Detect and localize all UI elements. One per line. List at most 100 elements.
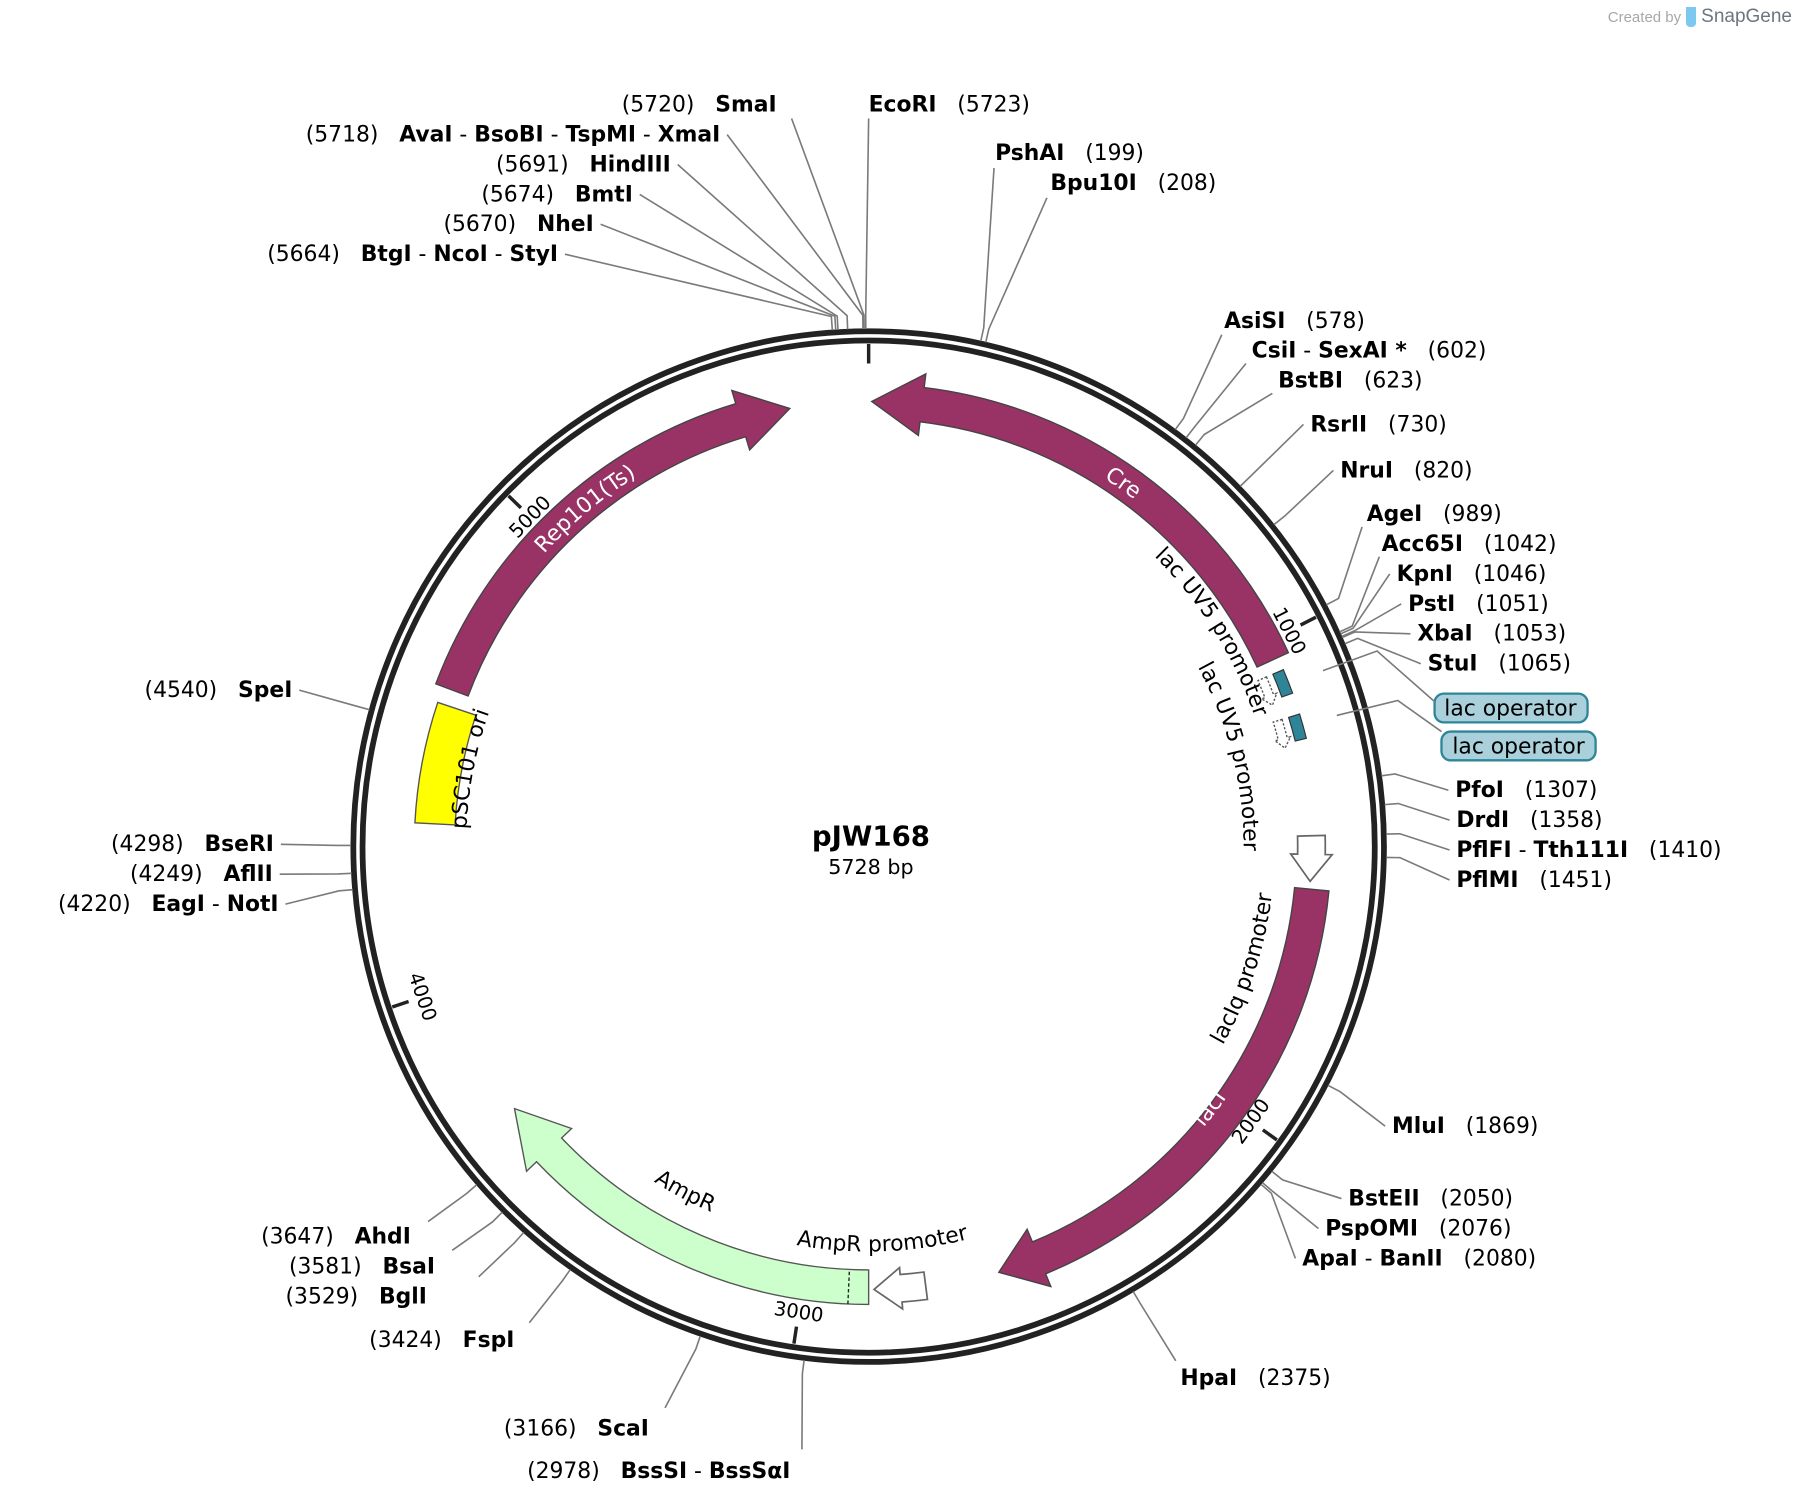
site-label[interactable]: PshAI (199) bbox=[995, 141, 1144, 166]
restriction-site-rsrii[interactable]: RsrII (730) bbox=[1239, 412, 1447, 487]
restriction-site-bsteii[interactable]: BstEII (2050) bbox=[1271, 1170, 1513, 1211]
restriction-site-bmti[interactable]: (5674) BmtI bbox=[481, 182, 839, 330]
site-label[interactable]: (3424) FspI bbox=[369, 1328, 514, 1353]
restriction-site-agei[interactable]: AgeI (989) bbox=[1325, 502, 1502, 606]
restriction-site-spei[interactable]: (4540) SpeI bbox=[145, 678, 370, 711]
enzyme-name-part: SpeI bbox=[238, 678, 292, 703]
site-label[interactable]: PflFI - Tth111I (1410) bbox=[1456, 838, 1721, 863]
laci-feature-arrow[interactable] bbox=[997, 886, 1330, 1288]
site-label[interactable]: (4540) SpeI bbox=[145, 678, 293, 703]
site-label[interactable]: BstEII (2050) bbox=[1348, 1186, 1513, 1211]
restriction-site-bsai[interactable]: (3581) BsaI bbox=[289, 1211, 503, 1279]
restriction-site-scai[interactable]: (3166) ScaI bbox=[504, 1335, 702, 1442]
site-label[interactable]: (3581) BsaI bbox=[289, 1254, 435, 1279]
restriction-site-psti[interactable]: PstI (1051) bbox=[1341, 592, 1549, 638]
restriction-site-hpai[interactable]: HpaI (2375) bbox=[1132, 1291, 1331, 1391]
ampr-promoter-arrow[interactable] bbox=[872, 1265, 929, 1311]
spacer bbox=[1418, 1216, 1439, 1241]
site-label[interactable]: PstI (1051) bbox=[1408, 592, 1549, 617]
lac-operator-feature-2[interactable] bbox=[1287, 713, 1308, 742]
restriction-site-bstbi[interactable]: BstBI (623) bbox=[1194, 369, 1423, 446]
restriction-site-bgli[interactable]: (3529) BglI bbox=[286, 1231, 525, 1310]
site-label[interactable]: PflMI (1451) bbox=[1456, 868, 1612, 893]
rep101-feature-arrow[interactable] bbox=[434, 389, 792, 697]
restriction-site-ecori[interactable]: EcoRI (5723) bbox=[864, 93, 1030, 329]
site-label[interactable]: (5670) NheI bbox=[443, 212, 593, 237]
restriction-site-acc65i[interactable]: Acc65I (1042) bbox=[1339, 532, 1557, 633]
site-label[interactable]: (3166) ScaI bbox=[504, 1417, 649, 1442]
ampr-feature-arrow[interactable] bbox=[513, 1107, 870, 1306]
site-label[interactable]: (3529) BglI bbox=[286, 1284, 427, 1309]
site-label[interactable]: HpaI (2375) bbox=[1180, 1366, 1330, 1391]
restriction-site-hindiii[interactable]: (5691) HindIII bbox=[496, 152, 849, 330]
site-label[interactable]: DrdI (1358) bbox=[1456, 808, 1602, 833]
site-label[interactable]: XbaI (1053) bbox=[1417, 622, 1566, 647]
site-label[interactable]: PfoI (1307) bbox=[1455, 778, 1597, 803]
site-label[interactable]: (4220) EagI - NotI bbox=[58, 892, 279, 917]
restriction-site-nrui[interactable]: NruI (820) bbox=[1273, 458, 1473, 526]
restriction-site-smai[interactable]: (5720) SmaI bbox=[622, 93, 865, 330]
site-label[interactable]: StuI (1065) bbox=[1428, 652, 1571, 677]
enzyme-name: BstEII bbox=[1348, 1186, 1419, 1211]
restriction-site-xbai[interactable]: XbaI (1053) bbox=[1341, 622, 1566, 647]
site-label[interactable]: (5718) AvaI - BsoBI - TspMI - XmaI bbox=[306, 122, 721, 147]
lac-operator-label-box-2[interactable] bbox=[1440, 730, 1597, 762]
ampr-promoter-label-text: AmpR promoter bbox=[795, 1221, 970, 1258]
restriction-site-fspi[interactable]: (3424) FspI bbox=[369, 1269, 571, 1353]
site-label[interactable]: (2978) BssSI - BssSαI bbox=[527, 1459, 790, 1484]
enzyme-name: PshAI bbox=[995, 141, 1064, 166]
site-label[interactable]: (5674) BmtI bbox=[481, 182, 632, 207]
cre-feature-arrow[interactable] bbox=[870, 372, 1290, 669]
laciq-promoter-arrow[interactable] bbox=[1289, 834, 1334, 883]
restriction-site-ahdi[interactable]: (3647) AhdI bbox=[261, 1184, 478, 1250]
restriction-site-bpu10i[interactable]: Bpu10I (208) bbox=[984, 171, 1217, 343]
site-label[interactable]: NruI (820) bbox=[1340, 458, 1472, 483]
psc101-ori-feature[interactable] bbox=[414, 701, 477, 826]
site-label[interactable]: (5691) HindIII bbox=[496, 152, 671, 177]
enzyme-name: AhdI bbox=[355, 1224, 411, 1249]
site-label[interactable]: MluI (1869) bbox=[1392, 1114, 1538, 1139]
site-label[interactable]: (3647) AhdI bbox=[261, 1224, 411, 1249]
restriction-site-btgi[interactable]: (5664) BtgI - NcoI - StyI bbox=[267, 242, 834, 331]
site-label[interactable]: AsiSI (578) bbox=[1224, 309, 1365, 334]
site-label[interactable]: PspOMI (2076) bbox=[1325, 1216, 1511, 1241]
site-label[interactable]: CsiI - SexAI * (602) bbox=[1252, 339, 1487, 364]
site-position: (5664) bbox=[267, 242, 340, 267]
site-label[interactable]: (5720) SmaI bbox=[622, 93, 777, 118]
restriction-site-apai[interactable]: ApaI - BanII (2080) bbox=[1260, 1183, 1536, 1271]
lac-uv5-promoter-arrow-2[interactable] bbox=[1272, 718, 1292, 750]
site-label[interactable]: (4298) BseRI bbox=[111, 832, 274, 857]
lac-operator-feature-1[interactable] bbox=[1272, 668, 1294, 698]
restriction-site-drdi[interactable]: DrdI (1358) bbox=[1384, 802, 1603, 834]
restriction-site-pspomi[interactable]: PspOMI (2076) bbox=[1261, 1181, 1511, 1242]
site-label[interactable]: Bpu10I (208) bbox=[1050, 171, 1216, 196]
restriction-site-kpni[interactable]: KpnI (1046) bbox=[1340, 562, 1547, 635]
restriction-site-pshai[interactable]: PshAI (199) bbox=[979, 141, 1144, 342]
restriction-site-pfoi[interactable]: PfoI (1307) bbox=[1381, 773, 1597, 803]
enzyme-name-part: Tth111I bbox=[1533, 838, 1628, 863]
site-label[interactable]: (5664) BtgI - NcoI - StyI bbox=[267, 242, 558, 267]
restriction-site-csii[interactable]: CsiI - SexAI * (602) bbox=[1185, 339, 1487, 439]
restriction-site-eagi[interactable]: (4220) EagI - NotI bbox=[58, 888, 353, 917]
lac-uv5-promoter-arrow-1[interactable] bbox=[1257, 676, 1278, 707]
restriction-site-pflmi[interactable]: PflMI (1451) bbox=[1386, 856, 1612, 893]
restriction-site-stui[interactable]: StuI (1065) bbox=[1344, 637, 1571, 677]
restriction-site-aflii[interactable]: (4249) AflII bbox=[130, 862, 352, 887]
site-label[interactable]: (4249) AflII bbox=[130, 862, 273, 887]
restriction-site-avai[interactable]: (5718) AvaI - BsoBI - TspMI - XmaI bbox=[306, 122, 864, 330]
restriction-site-pflfi[interactable]: PflFI - Tth111I (1410) bbox=[1386, 832, 1722, 863]
restriction-site-asisi[interactable]: AsiSI (578) bbox=[1174, 309, 1365, 431]
site-label[interactable]: KpnI (1046) bbox=[1397, 562, 1547, 587]
site-label[interactable]: ApaI - BanII (2080) bbox=[1302, 1246, 1536, 1271]
lac-operator-label-box-1[interactable] bbox=[1433, 692, 1589, 724]
site-label[interactable]: EcoRI (5723) bbox=[869, 93, 1030, 118]
site-label[interactable]: Acc65I (1042) bbox=[1382, 532, 1557, 557]
spacer bbox=[577, 1417, 598, 1442]
restriction-site-nhei[interactable]: (5670) NheI bbox=[443, 212, 837, 331]
site-label[interactable]: RsrII (730) bbox=[1310, 412, 1446, 437]
restriction-site-bseri[interactable]: (4298) BseRI bbox=[111, 832, 352, 857]
site-label[interactable]: AgeI (989) bbox=[1367, 502, 1502, 527]
site-label[interactable]: BstBI (623) bbox=[1278, 369, 1422, 394]
restriction-site-mlui[interactable]: MluI (1869) bbox=[1327, 1084, 1538, 1139]
restriction-site-bsssi[interactable]: (2978) BssSI - BssSαI bbox=[527, 1360, 805, 1484]
